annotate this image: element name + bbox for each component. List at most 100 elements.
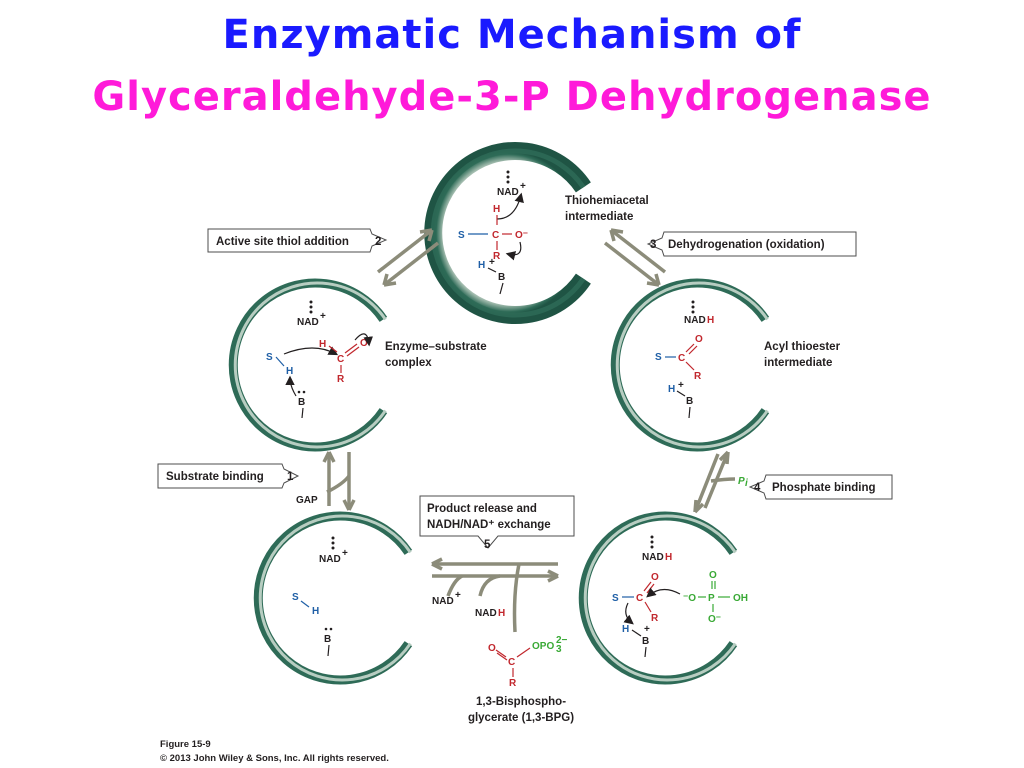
title-line-1: Enzymatic Mechanism of	[222, 12, 802, 58]
step-1-label: Substrate binding	[166, 471, 264, 483]
svg-text:H: H	[622, 624, 629, 635]
figure-copyright: © 2013 John Wiley & Sons, Inc. All right…	[160, 753, 389, 764]
svg-text:H: H	[319, 339, 326, 350]
svg-text:O: O	[709, 570, 717, 581]
svg-text:H: H	[312, 606, 319, 617]
pi-subscript: i	[745, 478, 748, 489]
svg-text:S: S	[266, 352, 273, 363]
enzyme-substrate-label-2: complex	[385, 357, 432, 369]
top-chemistry: NAD + H S C O⁻ R H + B	[458, 170, 528, 295]
svg-text:R: R	[694, 371, 702, 382]
svg-text:O⁻: O⁻	[708, 614, 721, 625]
svg-text:B: B	[686, 396, 693, 407]
svg-text:R: R	[337, 374, 345, 385]
svg-text:C: C	[492, 230, 499, 241]
svg-text:+: +	[678, 380, 684, 391]
svg-text:H: H	[707, 315, 714, 326]
product-name-line-2: glycerate (1,3-BPG)	[468, 712, 574, 724]
svg-text:O: O	[360, 338, 368, 349]
step-1-box: Substrate binding 1	[157, 463, 300, 489]
svg-text:O: O	[695, 334, 703, 345]
svg-text:NAD: NAD	[319, 554, 341, 565]
step-4-label: Phosphate binding	[772, 482, 876, 494]
eq-arrows	[322, 228, 736, 633]
acyl-label-2: intermediate	[764, 357, 832, 369]
step-2-number: 2	[375, 236, 381, 248]
svg-text:S: S	[292, 592, 299, 603]
svg-text:+: +	[644, 624, 650, 635]
svg-text:S: S	[458, 230, 465, 241]
svg-text:+: +	[320, 311, 326, 322]
svg-text:+: +	[342, 548, 348, 559]
product-structure: O C OPO 3 2− R	[488, 635, 568, 689]
svg-text:OPO: OPO	[532, 641, 554, 652]
svg-text:NAD: NAD	[497, 187, 519, 198]
step-1-number: 1	[287, 471, 294, 483]
enzyme-bottom-left	[253, 511, 413, 685]
svg-text:H: H	[493, 204, 500, 215]
svg-text:C: C	[636, 593, 643, 604]
svg-text:R: R	[651, 613, 659, 624]
svg-text:C: C	[508, 657, 515, 668]
exchange-chemistry: NAD + NAD H	[432, 590, 505, 619]
step-3-number: 3	[650, 239, 656, 251]
svg-text:R: R	[509, 678, 517, 689]
svg-text:NAD: NAD	[642, 552, 664, 563]
svg-text:B: B	[642, 636, 649, 647]
step-3-label: Dehydrogenation (oxidation)	[668, 239, 825, 251]
step-5-label-line-1: Product release and	[427, 503, 537, 515]
enzyme-top	[424, 142, 591, 324]
svg-text:C: C	[678, 353, 685, 364]
svg-text:S: S	[612, 593, 619, 604]
svg-text:OH: OH	[733, 593, 748, 604]
enzyme-right	[610, 278, 770, 452]
svg-text:H: H	[665, 552, 672, 563]
step-5-box: Product release and NADH/NAD⁺ exchange 5	[419, 495, 575, 551]
step-3-box: 3 Dehydrogenation (oxidation)	[646, 231, 857, 257]
enzyme-left	[228, 278, 388, 452]
svg-text:O⁻: O⁻	[515, 230, 528, 241]
bottom-left-chemistry: NAD + S H B	[292, 536, 348, 657]
svg-text:R: R	[493, 251, 501, 262]
title-line-2: Glyceraldehyde-3-P Dehydrogenase	[92, 74, 932, 120]
figure-number: Figure 15-9	[160, 739, 211, 750]
svg-text:H: H	[668, 384, 675, 395]
svg-text:H: H	[478, 260, 485, 271]
step-4-box: 4 Phosphate binding	[748, 474, 893, 500]
svg-text:NAD: NAD	[432, 596, 454, 607]
svg-text:+: +	[489, 257, 495, 268]
step-5-label-line-2: NADH/NAD⁺ exchange	[427, 519, 551, 531]
thiohemiacetal-label-1: Thiohemiacetal	[565, 195, 649, 207]
svg-text:+: +	[520, 181, 526, 192]
acyl-label-1: Acyl thioester	[764, 341, 841, 353]
step-5-number: 5	[484, 539, 491, 551]
step-4-number: 4	[754, 482, 761, 494]
svg-text:O: O	[488, 643, 496, 654]
pi-label: P	[738, 476, 745, 487]
svg-text:O: O	[651, 572, 659, 583]
product-name-line-1: 1,3-Bisphospho-	[476, 696, 566, 708]
svg-text:⁻O: ⁻O	[683, 593, 696, 604]
gap-label: GAP	[296, 495, 318, 506]
svg-text:C: C	[337, 354, 344, 365]
svg-text:+: +	[455, 590, 461, 601]
svg-text:NAD: NAD	[297, 317, 319, 328]
svg-text:B: B	[298, 397, 305, 408]
svg-text:H: H	[286, 366, 293, 377]
svg-text:B: B	[324, 634, 331, 645]
enzyme-substrate-label-1: Enzyme–substrate	[385, 341, 487, 353]
svg-text:S: S	[655, 352, 662, 363]
svg-text:NAD: NAD	[475, 608, 497, 619]
svg-text:P: P	[708, 593, 715, 604]
left-chemistry: NAD + S H H C O R B	[266, 300, 373, 419]
thiohemiacetal-label-2: intermediate	[565, 211, 633, 223]
step-2-label: Active site thiol addition	[216, 236, 349, 248]
svg-text:3: 3	[556, 644, 562, 655]
svg-text:NAD: NAD	[684, 315, 706, 326]
svg-text:B: B	[498, 272, 505, 283]
svg-text:H: H	[498, 608, 505, 619]
step-2-box: Active site thiol addition 2	[207, 228, 388, 253]
bottom-right-chemistry: NAD H S C O R H + B ⁻O P O OH O⁻	[612, 535, 748, 658]
svg-text:2−: 2−	[556, 635, 568, 646]
